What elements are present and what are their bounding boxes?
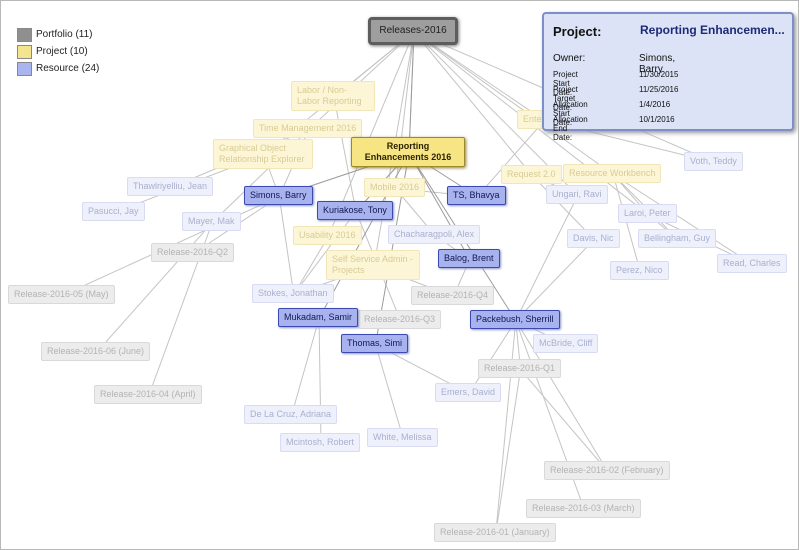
portfolio-node[interactable]: Release-2016-02 (February) [544,461,670,480]
resource-node[interactable]: Laroi, Peter [618,204,677,223]
legend-label: Portfolio (11) [36,29,93,40]
resource-node[interactable]: Davis, Nic [567,229,620,248]
info-heading-label: Project: [553,24,602,39]
graph-edge [291,318,320,416]
project-node[interactable]: Usability 2016 [293,226,362,245]
graph-edge [413,31,545,121]
resource-node-highlighted[interactable]: Simons, Barry [244,186,313,205]
resource-node[interactable]: Perez, Nico [610,261,669,280]
resource-node-highlighted[interactable]: TS, Bhavya [447,186,506,205]
info-row-value: 1/4/2016 [639,100,671,109]
project-node[interactable]: Graphical Object Relationship Explorer [213,139,313,169]
graph-edge [515,320,609,472]
resource-node[interactable]: De La Cruz, Adriana [244,405,338,424]
graph-edge [408,31,415,154]
graph-edge [278,196,295,295]
portfolio-node[interactable]: Release-2016-06 (June) [41,342,151,361]
info-row-value: 11/30/2015 [639,70,679,79]
root-portfolio-node[interactable]: Releases-2016 [368,17,458,45]
resource-node-highlighted[interactable]: Kuriakose, Tony [317,201,393,220]
legend: Portfolio (11) Project (10) Resource (24… [17,26,99,77]
graph-edge [318,318,322,444]
graph-edge [308,31,415,130]
resource-node[interactable]: Pasucci, Jay [82,202,145,221]
resource-node[interactable]: McBride, Cliff [533,334,599,353]
info-row-label: Allocation End Date: [553,115,588,142]
resource-node-highlighted[interactable]: Thomas, Simi [341,334,409,353]
graph-edge [375,344,404,439]
legend-item-project: Project (10) [17,43,99,60]
project-node[interactable]: Self Service Admin - Projects [326,250,420,280]
resource-node-highlighted[interactable]: Mukadam, Samir [278,308,359,327]
portfolio-node[interactable]: Release-2016-Q3 [358,310,442,329]
info-owner-label: Owner: [553,53,586,64]
legend-item-resource: Resource (24) [17,60,99,77]
resource-node-highlighted[interactable]: Packebush, Sherrill [470,310,560,329]
graph-edge [333,96,357,212]
info-row-label: Project Start Date: [553,70,578,97]
portfolio-node[interactable]: Release-2016-04 (April) [94,385,202,404]
graph-edge [495,369,522,534]
resource-node[interactable]: Stokes, Jonathan [252,284,334,303]
info-row-label: Allocation Start Date: [553,100,588,127]
focus-project-node[interactable]: Reporting Enhancements 2016 [351,137,465,167]
graph-edge [293,211,357,295]
portfolio-node[interactable]: Release-2016-05 (May) [8,285,115,304]
resource-node[interactable]: Mayer, Mak [182,212,241,231]
portfolio-node[interactable]: Release-2016-01 (January) [434,523,556,542]
portfolio-node[interactable]: Release-2016-Q2 [151,243,235,262]
project-node[interactable]: Labor / Non-Labor Reporting [291,81,375,111]
project-info-panel: Project: Reporting Enhancemen... Owner: … [542,12,794,142]
portfolio-node[interactable]: Release-2016-Q4 [411,286,495,305]
graph-edge [413,31,533,176]
graph-edge [612,174,754,265]
info-owner-value: Simons, Barry [639,53,676,75]
graph-edge [515,239,595,321]
info-row-value: 11/25/2016 [639,85,679,94]
portfolio-node[interactable]: Release-2016-Q1 [478,359,562,378]
project-node[interactable]: Mobile 2016 [364,178,426,197]
legend-item-portfolio: Portfolio (11) [17,26,99,43]
info-row-label: Project Target Date: [553,85,578,112]
resource-node[interactable]: Read, Charles [717,254,787,273]
portfolio-node[interactable]: Release-2016-03 (March) [526,499,641,518]
resource-node[interactable]: Chacharagpoli, Alex [388,225,481,244]
project-node[interactable]: Resource Workbench [563,164,662,183]
graph-edge [468,320,517,394]
graph-edge [515,195,579,321]
resource-node[interactable]: Mcintosh, Robert [280,433,361,452]
resource-node[interactable]: Emers, David [435,383,502,402]
resource-node-highlighted[interactable]: Balog, Brent [438,249,500,268]
project-swatch [17,44,32,59]
legend-label: Project (10) [36,46,88,57]
info-row-value: 10/1/2016 [639,115,675,124]
graph-edge [531,175,595,240]
portfolio-swatch [17,27,32,42]
resource-node[interactable]: Voth, Teddy [684,152,743,171]
graph-edge [520,369,609,472]
graph-edge [495,320,517,534]
graph-edge [413,31,614,175]
graph-edge [612,174,641,272]
resource-node[interactable]: White, Melissa [367,428,438,447]
project-node[interactable]: Request 2.0 [501,165,562,184]
project-node[interactable]: Time Management 2016 [253,119,363,138]
resource-node[interactable]: Ungari, Ravi [546,185,608,204]
graph-edge [476,120,545,197]
info-project-name: Reporting Enhancemen... [640,23,785,37]
legend-label: Resource (24) [36,63,100,74]
resource-node[interactable]: Bellingham, Guy [638,229,717,248]
resource-node[interactable]: Thawlriyelliu, Jean [127,177,214,196]
resource-swatch [17,61,32,76]
